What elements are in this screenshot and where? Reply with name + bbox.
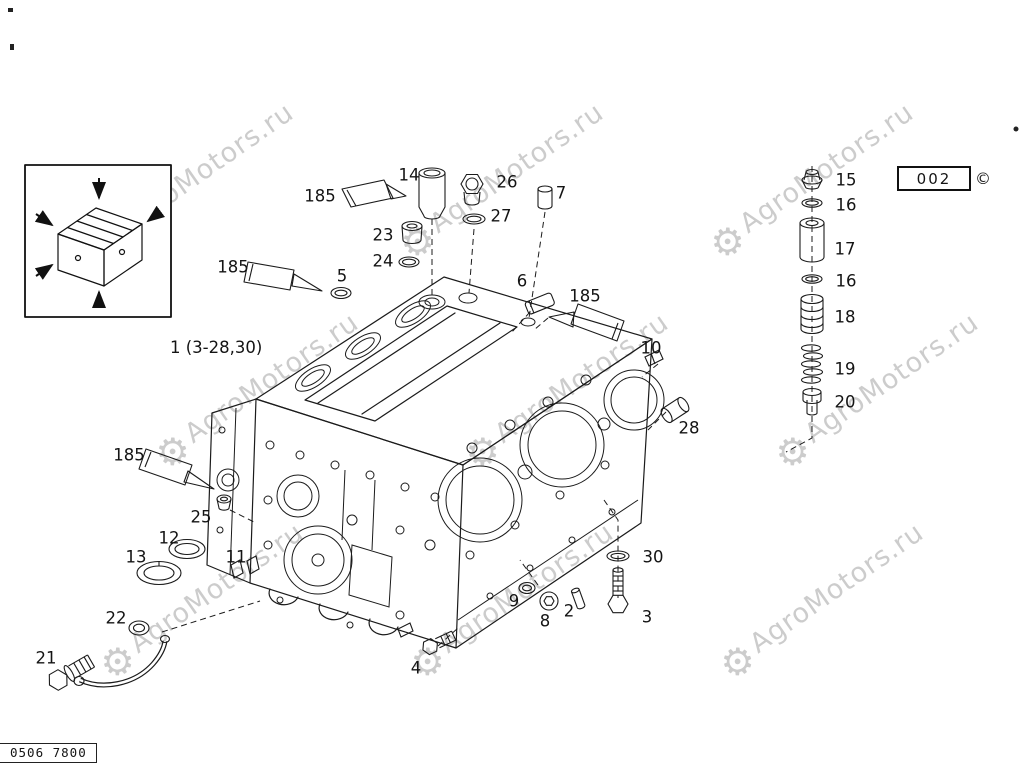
callout-28: 28 [678,418,700,438]
engine-block-top-details [295,292,536,392]
part-18-guide [800,293,824,335]
part-22-ring [128,620,150,636]
callout-9: 9 [508,591,520,611]
part-20-valve-plug [802,387,822,416]
leader-lines [161,166,813,647]
assembly-callout: 1 (3-28,30) [170,338,263,357]
callout-24: 24 [372,251,394,271]
sealant-tubes [138,179,625,490]
part-code: 0506 7800 [10,745,87,760]
part-7-plug [537,185,553,210]
sealant-tube-3 [548,303,625,342]
sealant-tube-4 [138,448,215,490]
engine-block-right-face-details [437,369,665,621]
copyright-icon: © [975,169,991,188]
callout-5: 5 [336,266,348,286]
part-3-bolt [607,567,629,614]
part-17-sleeve [799,217,825,263]
callout-185-d: 185 [113,445,145,465]
part-13-thrust-ring [136,560,182,586]
callout-185-a: 185 [304,186,336,206]
part-code-box: 0506 7800 [0,743,97,763]
sheet-number-box: 002 [897,166,971,191]
callout-10: 10 [640,338,662,358]
part-24-seal-ring [398,256,420,268]
callout-12: 12 [158,528,180,548]
callout-30: 30 [642,547,664,567]
part-10-clip [644,349,664,367]
part-14-liner [418,167,446,220]
callout-185-b: 185 [217,257,249,277]
part-27-seal-ring [462,213,486,225]
sealant-tube-2 [243,261,323,292]
part-8-hex-plug [539,591,559,611]
engine-block-outline [206,276,653,649]
lower-left-parts [48,494,260,691]
engine-block-front-face-details [216,407,440,629]
part-16-ring-lower [801,274,823,284]
callout-19: 19 [834,359,856,379]
part-9-seal-ring [518,581,536,595]
callout-15: 15 [835,170,857,190]
part-6-dowel-pin [524,292,555,315]
callout-27: 27 [490,206,512,226]
callout-185-c: 185 [569,286,601,306]
part-12-bearing-ring [168,538,206,560]
part-23-plug [401,220,423,245]
inset-block-mini [57,207,143,287]
callout-17: 17 [834,239,856,259]
part-28-sleeve [660,396,690,424]
callout-2: 2 [563,601,575,621]
inset-detail-box [24,164,172,318]
part-5-seal-ring [330,286,352,300]
part-21-banjo-bolt [48,654,96,691]
part-16-ring-upper [801,198,823,208]
callout-16: 16 [835,195,857,215]
callout-22: 22 [105,608,127,628]
part-25-plug [216,494,232,511]
callout-21: 21 [35,648,57,668]
callout-25: 25 [190,507,212,527]
right-column-parts [799,168,825,416]
callout-7: 7 [555,183,567,203]
oil-pipe [73,634,171,688]
sheet-number: 002 [916,169,952,188]
upper-parts [330,167,690,424]
callout-16b: 16 [835,271,857,291]
callout-4: 4 [410,658,422,678]
part-2-stud [570,587,586,610]
callout-14: 14 [398,165,420,185]
part-15-cap [801,168,823,190]
callout-8: 8 [539,611,551,631]
callout-13: 13 [125,547,147,567]
part-4-bolt [422,630,457,656]
callout-18: 18 [834,307,856,327]
sealant-tube-1 [341,179,407,208]
part-4-clip [397,622,414,638]
callout-20: 20 [834,392,856,412]
part-11-thrust-washers [230,555,260,579]
part-19-spring [800,344,824,384]
part-26-hex-plug [460,173,484,206]
callout-3: 3 [641,607,653,627]
scan-artifacts [8,8,1019,132]
callout-6: 6 [516,271,528,291]
callout-26: 26 [496,172,518,192]
inset-arrows [34,178,165,308]
part-30-seal-ring [606,550,630,562]
bottom-parts [397,550,630,656]
callout-23: 23 [372,225,394,245]
callout-11: 11 [225,547,247,567]
